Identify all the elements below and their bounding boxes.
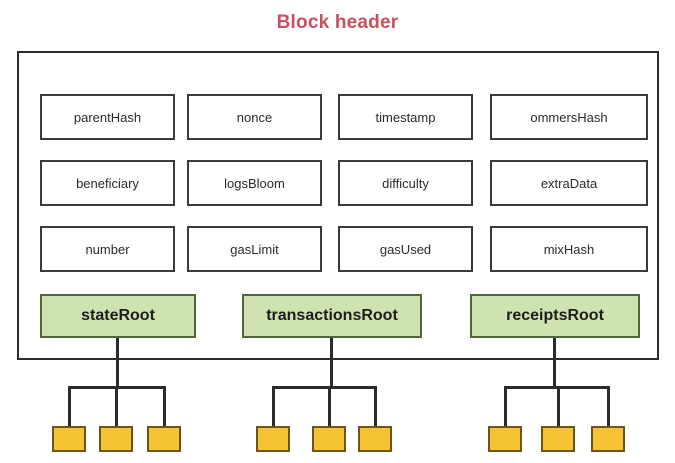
leaf-node-receiptsroot-2: [541, 426, 575, 452]
header-field-logsbloom: logsBloom: [187, 160, 322, 206]
root-field-stateroot: stateRoot: [40, 294, 196, 338]
page-title: Block header: [276, 12, 399, 33]
tree-branch-stateroot-3: [163, 386, 166, 426]
header-field-ommershash: ommersHash: [490, 94, 648, 140]
header-field-nonce: nonce: [187, 94, 322, 140]
header-field-extradata: extraData: [490, 160, 648, 206]
header-field-number: number: [40, 226, 175, 272]
tree-branch-transactionsroot-1: [272, 386, 275, 426]
header-field-parenthash: parentHash: [40, 94, 175, 140]
leaf-node-stateroot-1: [52, 426, 86, 452]
header-field-difficulty: difficulty: [338, 160, 473, 206]
header-field-gasused: gasUsed: [338, 226, 473, 272]
tree-stem-stateroot: [116, 338, 119, 389]
tree-stem-transactionsroot: [330, 338, 333, 389]
leaf-node-stateroot-3: [147, 426, 181, 452]
tree-stem-receiptsroot: [553, 338, 556, 389]
leaf-node-transactionsroot-1: [256, 426, 290, 452]
header-field-beneficiary: beneficiary: [40, 160, 175, 206]
leaf-node-stateroot-2: [99, 426, 133, 452]
leaf-node-receiptsroot-3: [591, 426, 625, 452]
tree-branch-receiptsroot-3: [607, 386, 610, 426]
header-field-gaslimit: gasLimit: [187, 226, 322, 272]
header-field-mixhash: mixHash: [490, 226, 648, 272]
header-field-timestamp: timestamp: [338, 94, 473, 140]
tree-branch-receiptsroot-1: [504, 386, 507, 426]
tree-branch-stateroot-1: [68, 386, 71, 426]
leaf-node-transactionsroot-3: [358, 426, 392, 452]
tree-branch-stateroot-2: [115, 386, 118, 426]
leaf-node-receiptsroot-1: [488, 426, 522, 452]
tree-branch-transactionsroot-3: [374, 386, 377, 426]
tree-bar-transactionsroot: [272, 386, 375, 389]
tree-bar-receiptsroot: [505, 386, 608, 389]
root-field-receiptsroot: receiptsRoot: [470, 294, 640, 338]
root-field-transactionsroot: transactionsRoot: [242, 294, 422, 338]
tree-branch-transactionsroot-2: [328, 386, 331, 426]
leaf-node-transactionsroot-2: [312, 426, 346, 452]
tree-branch-receiptsroot-2: [557, 386, 560, 426]
